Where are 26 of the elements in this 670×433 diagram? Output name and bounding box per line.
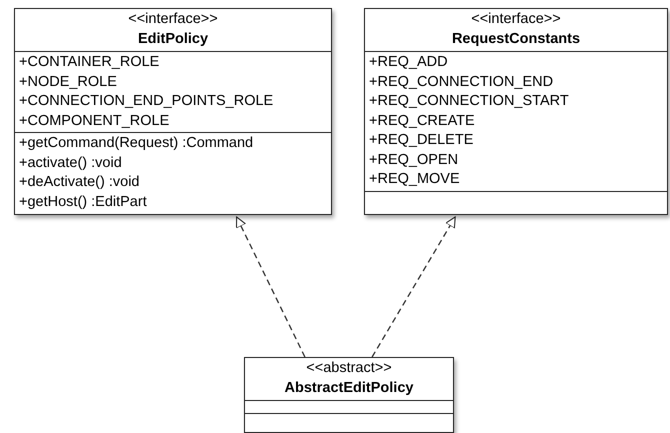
attribute-text: +REQ_MOVE	[369, 170, 461, 189]
class-name: RequestConstants	[450, 30, 582, 48]
class-box	[364, 8, 668, 215]
stereotype-label: <<interface>>	[127, 10, 219, 29]
stereotype-label: <<abstract>>	[305, 359, 393, 378]
attribute-text: +REQ_CREATE	[369, 112, 476, 130]
stereotype-label: <<interface>>	[470, 10, 562, 29]
attribute-text: +REQ_CONNECTION_END	[369, 72, 554, 92]
attribute-text: +COMPONENT_ROLE	[19, 112, 170, 130]
attribute-text: +REQ_OPEN	[369, 150, 460, 170]
class-name: EditPolicy	[136, 30, 210, 48]
attribute-text: +REQ_ADD	[369, 53, 449, 72]
realization-arrow	[236, 216, 306, 358]
method-text: +deActivate() :void	[19, 173, 140, 192]
class-name: AbstractEditPolicy	[284, 378, 414, 398]
attribute-text: +CONTAINER_ROLE	[19, 53, 160, 72]
attribute-text: +NODE_ROLE	[19, 72, 118, 92]
method-text: +activate() :void	[19, 154, 123, 172]
method-text: +getCommand(Request) :Command	[19, 134, 254, 153]
attribute-text: +REQ_CONNECTION_START	[369, 92, 570, 111]
method-text: +getHost() :EditPart	[19, 192, 148, 212]
class-box	[244, 357, 454, 433]
class-box	[14, 8, 332, 215]
attribute-text: +REQ_DELETE	[369, 131, 474, 150]
attribute-text: +CONNECTION_END_POINTS_ROLE	[19, 92, 274, 111]
realization-arrow	[372, 216, 456, 358]
